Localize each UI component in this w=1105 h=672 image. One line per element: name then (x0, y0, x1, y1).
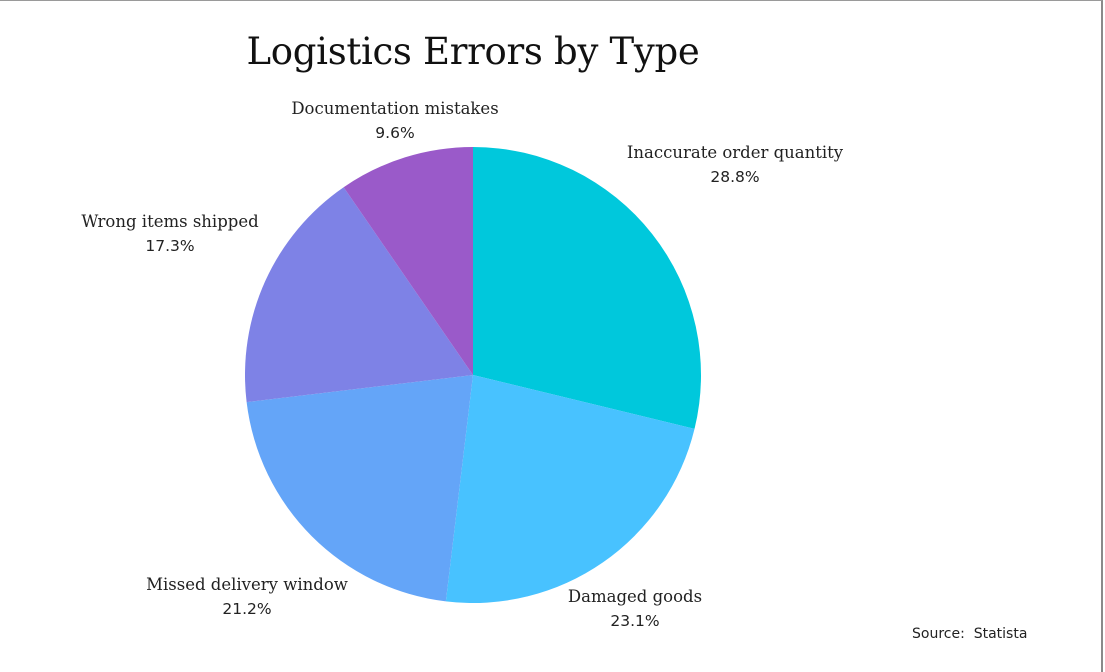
slice-percent: 28.8% (710, 168, 760, 186)
slice-label-missed-delivery-window: Missed delivery window 21.2% (97, 573, 397, 621)
chart-title: Logistics Errors by Type (246, 30, 700, 73)
source-note: Source: Statista (912, 626, 1028, 642)
slice-percent: 9.6% (375, 124, 415, 142)
pie-slice-inaccurate-order-quantity (473, 147, 701, 429)
pie-slice-damaged-goods (445, 375, 695, 604)
slice-percent: 23.1% (610, 612, 660, 630)
slice-percent: 21.2% (222, 600, 272, 618)
slice-label-damaged-goods: Damaged goods 23.1% (510, 585, 760, 633)
slice-name: Missed delivery window (146, 575, 348, 594)
slice-name: Wrong items shipped (81, 212, 259, 231)
slice-label-documentation-mistakes: Documentation mistakes 9.6% (245, 97, 545, 145)
slice-name: Damaged goods (567, 587, 703, 606)
pie-slice-documentation-mistakes (343, 146, 473, 375)
slice-percent: 17.3% (145, 237, 195, 255)
pie-slice-missed-delivery-window (246, 375, 473, 602)
pie-slice-wrong-items-shipped (244, 187, 473, 403)
slice-label-inaccurate-order-quantity: Inaccurate order quantity 28.8% (560, 141, 910, 189)
slice-name: Inaccurate order quantity (626, 143, 844, 162)
slice-label-wrong-items-shipped: Wrong items shipped 17.3% (40, 210, 300, 258)
slice-name: Documentation mistakes (291, 99, 499, 118)
